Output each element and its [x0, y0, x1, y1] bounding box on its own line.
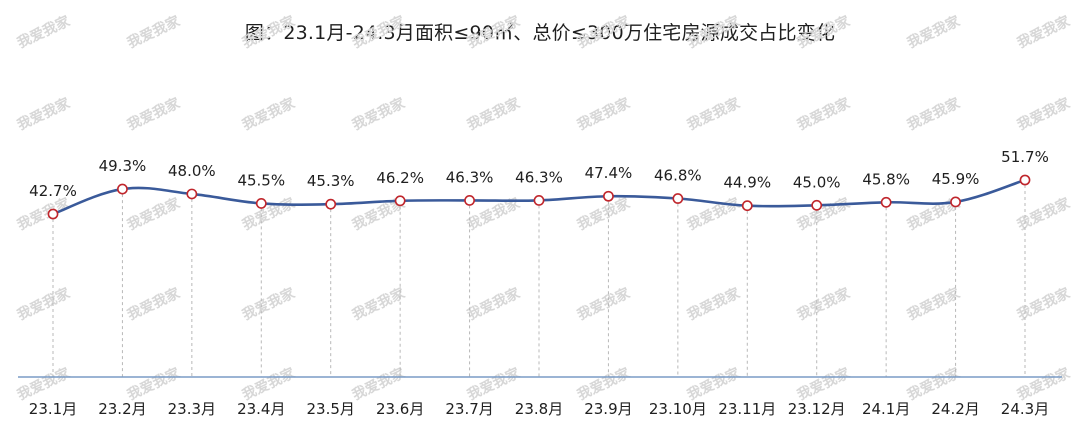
watermark-text: 我爱我家 [905, 12, 964, 51]
watermark-text: 我爱我家 [795, 194, 854, 233]
x-tick-label: 23.2月 [98, 400, 146, 418]
data-point [255, 198, 267, 209]
watermark-text: 我爱我家 [795, 284, 854, 323]
watermark-text: 我爱我家 [240, 194, 299, 233]
watermark-text: 我爱我家 [575, 94, 634, 133]
watermark-text: 我爱我家 [350, 364, 409, 403]
x-tick-label: 24.2月 [931, 400, 979, 418]
x-tick-label: 23.8月 [515, 400, 563, 418]
x-tick-label: 23.9月 [584, 400, 632, 418]
tick-label-layer: 23.1月 23.2月 23.3月 23.4月 23.5月 23.6月 23.7月 23.8月… [29, 400, 1049, 418]
watermark-text: 我爱我家 [125, 194, 184, 233]
data-point [1019, 174, 1031, 186]
watermark-text: 我爱我家 [795, 12, 854, 51]
watermark-text: 我爱我家 [350, 12, 409, 51]
x-tick-label: 23.5月 [307, 400, 355, 418]
watermark-text: 我爱我家 [240, 94, 299, 133]
watermark-text: 我爱我家 [465, 94, 524, 133]
data-label: 45.8% [862, 170, 910, 188]
watermark-text: 我爱我家 [575, 284, 634, 323]
data-label: 46.8% [654, 167, 702, 185]
watermark-text: 我爱我家 [575, 194, 634, 233]
data-point [464, 194, 475, 206]
data-point [325, 198, 337, 210]
data-label: 47.4% [585, 164, 633, 182]
data-point [672, 193, 684, 204]
data-label: 45.9% [932, 170, 980, 188]
data-label-layer: 42.7% 49.3% 48.0% 45.5% 45.3% 46.2% 46.3% 46.3%… [29, 148, 1049, 200]
watermark-text: 我爱我家 [1015, 194, 1074, 233]
data-label: 49.3% [99, 157, 147, 175]
data-point [394, 195, 406, 207]
watermark-text: 我爱我家 [465, 12, 524, 51]
watermark-text: 我爱我家 [240, 12, 299, 51]
data-label: 46.3% [515, 168, 563, 186]
watermark-text: 我爱我家 [240, 364, 299, 403]
watermark-text: 我爱我家 [905, 364, 964, 403]
watermark-text: 我爱我家 [795, 94, 854, 133]
x-tick-label: 23.12月 [788, 400, 846, 418]
watermark-text: 我爱我家 [125, 12, 184, 51]
watermark-text: 我爱我家 [15, 194, 74, 233]
x-tick-label: 23.10月 [649, 400, 707, 418]
watermark-text: 我爱我家 [905, 284, 964, 323]
data-label: 46.2% [376, 169, 424, 187]
data-label: 46.3% [446, 168, 494, 186]
x-tick-label: 23.7月 [445, 400, 493, 418]
x-tick-label: 23.1月 [29, 400, 77, 418]
data-point [186, 188, 198, 200]
chart-title: 图：23.1月-24.3月面积≤90㎡、总价≤300万住宅房源成交占比变化 [244, 22, 836, 44]
watermark-text: 我爱我家 [575, 364, 634, 403]
data-label: 48.0% [168, 162, 216, 180]
watermark-text: 我爱我家 [350, 94, 409, 133]
watermark-text: 我爱我家 [685, 284, 744, 323]
watermark-text: 我爱我家 [575, 12, 634, 51]
watermark-text: 我爱我家 [15, 284, 74, 323]
watermark-text: 我爱我家 [465, 284, 524, 323]
watermark-text: 我爱我家 [795, 364, 854, 403]
watermark-text: 我爱我家 [125, 94, 184, 133]
watermark-text: 我爱我家 [685, 12, 744, 51]
watermark-text: 我爱我家 [1015, 284, 1074, 323]
data-label: 44.9% [723, 174, 771, 192]
data-point [880, 196, 892, 208]
watermark-text: 我爱我家 [465, 364, 524, 403]
x-tick-label: 23.3月 [168, 400, 216, 418]
watermark-text: 我爱我家 [685, 94, 744, 133]
x-tick-label: 23.4月 [237, 400, 285, 418]
watermark-text: 我爱我家 [1015, 364, 1074, 403]
watermark-text: 我爱我家 [15, 94, 74, 133]
x-tick-label: 23.6月 [376, 400, 424, 418]
drop-lines [52, 185, 1026, 377]
data-label: 45.3% [307, 172, 355, 190]
watermark-text: 我爱我家 [905, 94, 964, 133]
data-label: 42.7% [29, 182, 77, 200]
watermark-text: 我爱我家 [1015, 12, 1074, 51]
data-point [811, 199, 823, 211]
watermark-text: 我爱我家 [1015, 94, 1074, 133]
marker-layer [47, 174, 1031, 220]
data-point [47, 208, 59, 220]
watermark-text: 我爱我家 [125, 284, 184, 323]
x-tick-label: 24.3月 [1001, 400, 1049, 418]
data-point [603, 190, 614, 202]
data-label: 51.7% [1001, 148, 1049, 166]
watermark-text: 我爱我家 [15, 12, 74, 51]
x-tick-label: 23.11月 [718, 400, 776, 418]
data-point [533, 194, 545, 206]
watermark-text: 我爱我家 [240, 284, 299, 323]
watermark-text: 我爱我家 [15, 364, 74, 403]
watermark-layer: 我爱我家我爱我家我爱我家我爱我家我爱我家我爱我家我爱我家我爱我家我爱我家我爱我家… [15, 12, 1074, 403]
watermark-text: 我爱我家 [685, 364, 744, 403]
data-label: 45.5% [237, 171, 285, 189]
data-point [117, 183, 128, 195]
data-label: 45.0% [793, 173, 841, 191]
watermark-text: 我爱我家 [125, 364, 184, 403]
watermark-text: 我爱我家 [350, 284, 409, 323]
data-point [741, 200, 753, 212]
x-tick-label: 24.1月 [862, 400, 910, 418]
data-point [950, 196, 961, 208]
